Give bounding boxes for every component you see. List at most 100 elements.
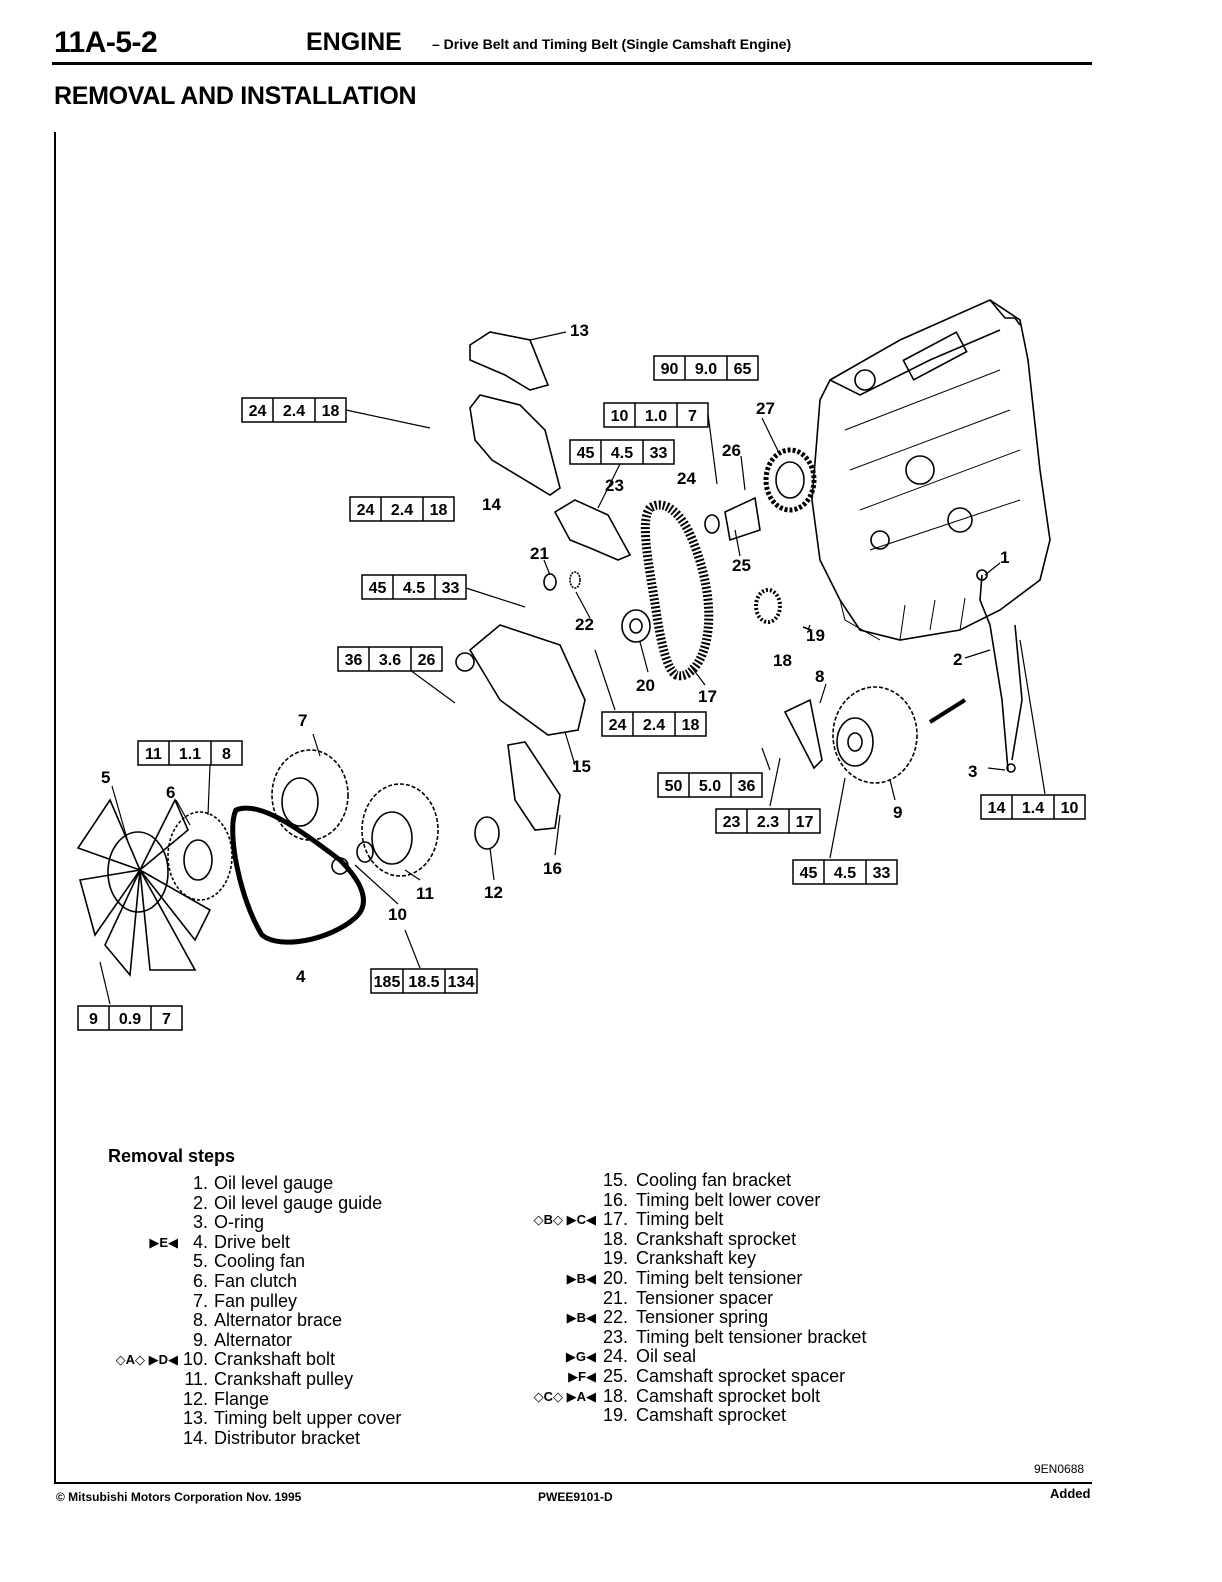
callout-20: 20: [636, 676, 655, 695]
torque-kgm: 2.4: [283, 403, 305, 420]
torque-kgm: 1.0: [645, 408, 667, 425]
alternator-illustration: [783, 686, 967, 784]
callout-16: 16: [543, 859, 562, 878]
step-number: 14.: [182, 1427, 208, 1448]
upper-cover-illustration: [469, 331, 561, 496]
step-number: 12.: [182, 1388, 208, 1409]
section-title: ENGINE: [306, 28, 402, 56]
engine-block-illustration: [811, 299, 1051, 641]
step-number: 7.: [192, 1290, 208, 1311]
torque-kgm: 1.4: [1022, 800, 1044, 817]
step-text: Timing belt: [636, 1209, 724, 1230]
removal-steps-right-column: 15.Cooling fan bracket 16.Timing belt lo…: [520, 1170, 940, 1426]
torque-nm: 90: [661, 361, 679, 378]
removal-step: 9.Alternator: [100, 1329, 520, 1351]
step-number: 3.: [192, 1212, 208, 1233]
torque-nm: 9: [89, 1011, 98, 1028]
step-text: Alternator: [214, 1329, 293, 1350]
callout-4: 4: [296, 967, 306, 986]
torque-nm: 50: [665, 778, 683, 795]
cooling-fan-illustration: [76, 798, 233, 977]
removal-step: ◇C◇ ▶A◀18.Camshaft sprocket bolt: [520, 1386, 940, 1407]
step-number: 5.: [192, 1251, 208, 1272]
oil-gauge-illustration: [976, 569, 1023, 773]
step-text: Fan clutch: [214, 1270, 298, 1291]
removal-step: 12.Flange: [100, 1388, 520, 1410]
removal-step: ◇A◇ ▶D◀10.Crankshaft bolt: [100, 1350, 520, 1370]
step-number: 13.: [182, 1408, 208, 1429]
torque-nm: 45: [800, 865, 818, 882]
callout-19: 19: [806, 626, 825, 645]
torque-kgm: 2.4: [391, 502, 413, 519]
step-text: Timing belt upper cover: [214, 1408, 402, 1429]
removal-step: 16.Timing belt lower cover: [520, 1189, 940, 1211]
removal-step: 3.O-ring: [100, 1213, 520, 1233]
callout-13: 13: [570, 321, 589, 340]
step-text: Timing belt tensioner bracket: [636, 1326, 867, 1347]
figure-code: 9EN0688: [1034, 1462, 1085, 1476]
torque-ftlb: 36: [738, 778, 756, 795]
torque-spec-box: 14 1.4 10: [980, 794, 1086, 820]
torque-nm: 45: [577, 445, 595, 462]
callout-10: 10: [388, 905, 407, 924]
section-subtitle: – Drive Belt and Timing Belt (Single Cam…: [432, 36, 792, 52]
step-text: Oil level gauge: [214, 1173, 334, 1193]
step-number: 1.: [192, 1173, 208, 1193]
callout-3: 3: [968, 762, 977, 781]
timing-belt-illustration: [640, 500, 714, 681]
step-text: Timing belt tensioner: [636, 1267, 803, 1288]
removal-step: 15.Cooling fan bracket: [520, 1170, 940, 1191]
callout-9: 9: [893, 803, 902, 822]
torque-ftlb: 7: [162, 1011, 171, 1028]
callout-2: 2: [953, 650, 962, 669]
tensioner-illustration: [543, 499, 651, 643]
callout-14: 14: [482, 495, 501, 514]
callout-8: 8: [815, 667, 824, 686]
torque-spec-box: 36 3.6 26: [337, 646, 443, 672]
torque-ftlb: 10: [1061, 800, 1079, 817]
step-marks: ◇A◇ ▶D◀: [115, 1352, 178, 1368]
fan-bracket-illustration: [455, 624, 586, 850]
removal-step: 5. Cooling fan: [100, 1252, 520, 1272]
callout-15: 15: [572, 757, 591, 776]
torque-kgm: 1.1: [179, 746, 201, 763]
frame-left-rule: [54, 132, 56, 1484]
callout-27: 27: [756, 399, 775, 418]
frame-bottom-rule: [56, 1482, 1092, 1484]
torque-ftlb: 33: [442, 580, 460, 597]
torque-kgm: 2.4: [643, 717, 665, 734]
torque-ftlb: 134: [448, 974, 475, 991]
callout-17: 17: [698, 687, 717, 706]
step-marks: ◇B◇ ▶C◀: [533, 1212, 596, 1228]
removal-step: 23. Timing belt tensioner bracket: [520, 1326, 940, 1348]
torque-ftlb: 18: [430, 502, 448, 519]
torque-nm: 185: [374, 974, 401, 991]
removal-step: 13. Timing belt upper cover: [100, 1409, 520, 1429]
removal-step: ▶B◀22.Tensioner spring: [520, 1308, 940, 1328]
step-number: 20.: [602, 1267, 628, 1288]
step-number: 8.: [192, 1310, 208, 1331]
torque-spec-box: 11 1.1 8: [137, 740, 243, 766]
torque-ftlb: 65: [734, 361, 752, 378]
removal-steps-left-column: 1.Oil level gauge 2.Oil level gauge guid…: [100, 1173, 520, 1448]
step-text: Crankshaft pulley: [214, 1368, 354, 1389]
step-text: Camshaft sprocket: [636, 1405, 787, 1426]
removal-step: ▶G◀24.Oil seal: [520, 1347, 940, 1367]
torque-spec-box: 45 4.5 33: [569, 439, 675, 465]
torque-nm: 36: [345, 652, 363, 669]
step-text: Cooling fan: [214, 1251, 306, 1272]
step-number: 19.: [602, 1248, 628, 1269]
callout-7: 7: [298, 711, 307, 730]
removal-step: ▶E◀4.Drive belt: [100, 1231, 520, 1253]
torque-kgm: 9.0: [695, 361, 717, 378]
callout-23: 23: [605, 476, 624, 495]
removal-steps-heading: Removal steps: [108, 1146, 236, 1166]
callout-26: 26: [722, 441, 741, 460]
step-number: 18.: [602, 1228, 628, 1249]
step-text: Drive belt: [214, 1231, 291, 1252]
step-number: 16.: [602, 1189, 628, 1210]
step-text: Fan pulley: [214, 1290, 298, 1311]
step-number: 23.: [602, 1326, 628, 1347]
torque-ftlb: 26: [418, 652, 436, 669]
step-number: 25.: [602, 1365, 628, 1386]
